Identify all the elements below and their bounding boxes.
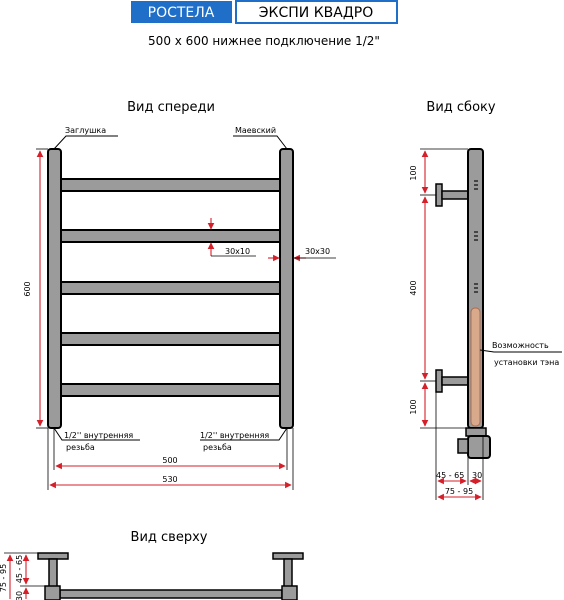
model-badge [235,0,398,24]
side-dim-bottom-value: 100 [409,399,418,414]
top-rung [59,589,283,599]
top-pipe-value: 30 [15,591,24,600]
towel-rung [59,178,283,192]
product-subtitle: 500 х 600 нижнее подключение 1/2" [148,34,380,48]
towel-rung [59,332,283,346]
heater-leader [479,349,562,353]
heater-element [470,307,481,427]
side-offset-value: 45 - 65 [436,471,464,480]
rung-profile-label: 30х10 [225,247,250,256]
heater-label-line2: установки тэна [494,358,559,367]
thread-left-line1: 1/2'' внутренняя [64,431,133,440]
side-dim-top-value: 100 [409,165,418,180]
towel-rung [59,229,283,243]
top-post-right [281,585,298,600]
left-post [47,148,62,429]
side-total-value: 75 - 95 [445,487,473,496]
top-bracket-arm-left [48,558,58,588]
side-view: Вид сбоку Возможность установки тэна [409,100,562,501]
top-total-value: 75 - 95 [0,564,8,592]
thread-right-line2: резьба [203,443,232,452]
top-view-title: Вид сверху [131,530,208,545]
total-width-value: 530 [162,475,177,484]
side-pipe-value: 30 [472,471,482,480]
top-wall-plate-left [37,552,69,560]
front-view: Вид спереди Заглушка Маевский 600 30х10 … [23,100,336,490]
mayevsky-label: Маевский [235,126,276,135]
model-name: ЭКСПИ КВАДРО [259,5,373,21]
towel-rung [59,383,283,397]
thread-right-line1: 1/2'' внутренняя [200,431,269,440]
thread-left-leader [53,427,140,441]
top-post-left [44,585,61,600]
header: РОСТЕЛА ЭКСПИ КВАДРО 500 х 600 нижнее по… [131,0,398,48]
top-bracket-arm-right [283,558,293,588]
heater-label-line1: Возможность [492,341,549,350]
height-value: 600 [23,281,32,296]
wall-bracket-top [435,183,443,207]
right-post [279,148,294,429]
top-view: Вид сверху 75 - 95 30 45 - 65 [0,530,304,600]
front-view-title: Вид спереди [127,100,215,115]
thread-left-line2: резьба [66,443,95,452]
plug-label: Заглушка [65,126,106,135]
heater-box [467,435,491,459]
towel-rung [59,281,283,295]
plug-leader [53,135,118,150]
center-width-value: 500 [162,456,177,465]
brand-name: РОСТЕЛА [148,5,215,21]
bracket-arm-bottom [441,376,470,386]
top-offset-value: 45 - 65 [15,555,24,583]
thread-right-leader [200,427,288,441]
heater-connector [465,427,487,437]
wall-bracket-bottom [435,369,443,393]
post-profile-label: 30х30 [305,247,330,256]
side-view-title: Вид сбоку [426,100,495,115]
bracket-arm-top [441,190,470,200]
brand-badge [131,1,232,23]
top-wall-plate-right [272,552,304,560]
mayevsky-leader [233,135,288,150]
heater-cable-gland [457,438,469,454]
side-dim-mid-value: 400 [409,280,418,295]
